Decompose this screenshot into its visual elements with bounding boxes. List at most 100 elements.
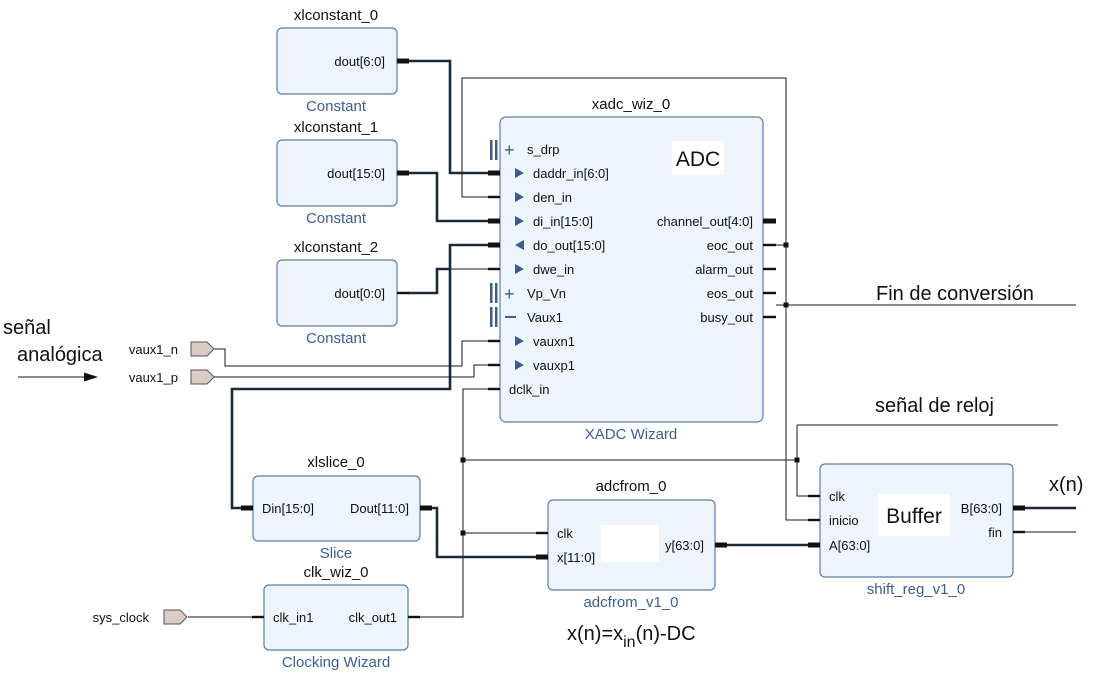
junction-dot — [783, 242, 789, 248]
pin-label: A[63:0] — [829, 538, 870, 553]
port-label: vaux1_p — [129, 370, 178, 385]
pin-label: clk — [829, 489, 845, 504]
formula-label: x(n)=xin(n)-DC — [567, 623, 696, 651]
pin-label: Dout[11:0] — [350, 501, 409, 516]
pin-label: eos_out — [707, 286, 754, 301]
formula-pre: x(n)=x — [567, 623, 623, 645]
analog-signal-label: señal — [3, 317, 51, 339]
block-type: adcfrom_v1_0 — [583, 594, 678, 611]
buffer-label-box — [878, 494, 950, 536]
block-name: xlconstant_2 — [294, 239, 378, 256]
pin-label: dout[6:0] — [334, 54, 385, 69]
bus-bar-icon — [490, 283, 493, 303]
output-xn-label: x(n) — [1049, 474, 1083, 496]
pin-label: dclk_in — [509, 382, 549, 397]
xadc-wizard-block[interactable]: xadc_wiz_0 ADC + s_drp daddr_in[6:0] den… — [488, 96, 776, 443]
pin-label: Vaux1 — [527, 310, 563, 325]
wires — [18, 59, 1076, 618]
block-type: Slice — [320, 545, 353, 562]
junction-dot — [460, 530, 466, 536]
bus-bar-icon — [495, 283, 498, 303]
input-port-icon — [190, 341, 215, 357]
pin-label: dwe_in — [533, 262, 574, 277]
pin-label: alarm_out — [695, 262, 753, 277]
pin-label: Din[15:0] — [262, 501, 314, 516]
pin-label: den_in — [533, 190, 572, 205]
block-name: clk_wiz_0 — [303, 564, 368, 581]
adc-label: ADC — [676, 148, 720, 171]
input-arrow-icon — [515, 360, 524, 370]
plus-icon: + — [504, 284, 515, 304]
block-name: xadc_wiz_0 — [592, 96, 670, 113]
pin-label: di_in[15:0] — [533, 214, 593, 229]
pin-label: do_out[15:0] — [533, 238, 605, 253]
bus-bar-icon — [495, 307, 498, 327]
block-type: Clocking Wizard — [282, 654, 390, 671]
minus-icon — [505, 316, 516, 318]
clock-signal-label: señal de reloj — [875, 395, 994, 417]
pin-label: dout[15:0] — [327, 166, 385, 181]
end-of-conversion-label: Fin de conversión — [876, 283, 1034, 305]
analog-signal-label-2: analógica — [17, 344, 104, 366]
block-name: xlconstant_0 — [294, 7, 378, 24]
block-name: adcfrom_0 — [596, 478, 667, 495]
adcfrom-block[interactable]: adcfrom_0 clk x[11:0] y[63:0] adcfrom_v1… — [536, 478, 727, 611]
xlconstant-2-block[interactable]: xlconstant_2 dout[0:0] Constant — [276, 239, 409, 347]
pin-label: inicio — [829, 513, 859, 528]
function-box — [601, 525, 659, 562]
port-sys-clock[interactable]: sys_clock — [93, 609, 188, 625]
pin-label: clk_out1 — [349, 610, 397, 625]
pin-label: vauxp1 — [533, 358, 575, 373]
block-name: xlslice_0 — [307, 454, 365, 471]
pin-label: dout[0:0] — [334, 286, 385, 301]
xlconstant-1-block[interactable]: xlconstant_1 dout[15:0] Constant — [276, 119, 409, 227]
shift-register-block[interactable]: Buffer clk inicio A[63:0] B[63:0] fin sh… — [808, 463, 1025, 598]
pin-label: y[63:0] — [665, 538, 704, 553]
junction-dot — [460, 457, 466, 463]
pin-label: clk — [557, 526, 573, 541]
pin-label: Vp_Vn — [527, 286, 566, 301]
clocking-wizard-block[interactable]: clk_wiz_0 clk_in1 clk_out1 Clocking Wiza… — [252, 564, 420, 671]
plus-icon: + — [504, 140, 515, 160]
bus-bar-icon — [490, 140, 493, 160]
block-type: Constant — [306, 210, 367, 227]
pin-label: eoc_out — [707, 238, 754, 253]
input-arrow-icon — [515, 216, 524, 226]
bus-bar-icon — [490, 307, 493, 327]
pin-label: vauxn1 — [533, 334, 575, 349]
block-name: xlconstant_1 — [294, 119, 378, 136]
input-port-icon — [190, 369, 215, 385]
bus-bar-icon — [495, 140, 498, 160]
port-label: sys_clock — [93, 610, 150, 625]
pin-label: B[63:0] — [961, 501, 1002, 516]
port-vaux1-n[interactable]: vaux1_n — [129, 341, 215, 357]
pin-label: busy_out — [700, 310, 753, 325]
annotations: señal analógica Fin de conversión señal … — [3, 283, 1083, 651]
block-type: Constant — [306, 98, 367, 115]
input-arrow-icon — [515, 168, 524, 178]
pin-label: s_drp — [527, 142, 560, 157]
port-label: vaux1_n — [129, 342, 178, 357]
block-type: shift_reg_v1_0 — [867, 581, 965, 598]
input-arrow-icon — [515, 192, 524, 202]
input-port-icon — [163, 609, 188, 625]
port-vaux1-p[interactable]: vaux1_p — [129, 369, 215, 385]
adc-label-box — [672, 141, 724, 175]
formula-post: (n)-DC — [636, 623, 696, 645]
pin-label: daddr_in[6:0] — [533, 166, 609, 181]
pin-label: channel_out[4:0] — [657, 214, 753, 229]
pin-label: x[11:0] — [557, 550, 595, 565]
analog-arrow-icon — [84, 372, 98, 382]
xlslice-block[interactable]: xlslice_0 Din[15:0] Dout[11:0] Slice — [241, 454, 432, 562]
output-arrow-icon — [515, 240, 524, 250]
formula-subscript: in — [623, 634, 635, 651]
block-type: XADC Wizard — [585, 426, 678, 443]
buffer-label: Buffer — [886, 505, 942, 528]
pin-label: clk_in1 — [273, 610, 313, 625]
input-arrow-icon — [515, 264, 524, 274]
block-type: Constant — [306, 330, 367, 347]
xlconstant-0-block[interactable]: xlconstant_0 dout[6:0] Constant — [276, 7, 409, 115]
junction-dot — [794, 457, 800, 463]
pin-label: fin — [988, 525, 1002, 540]
